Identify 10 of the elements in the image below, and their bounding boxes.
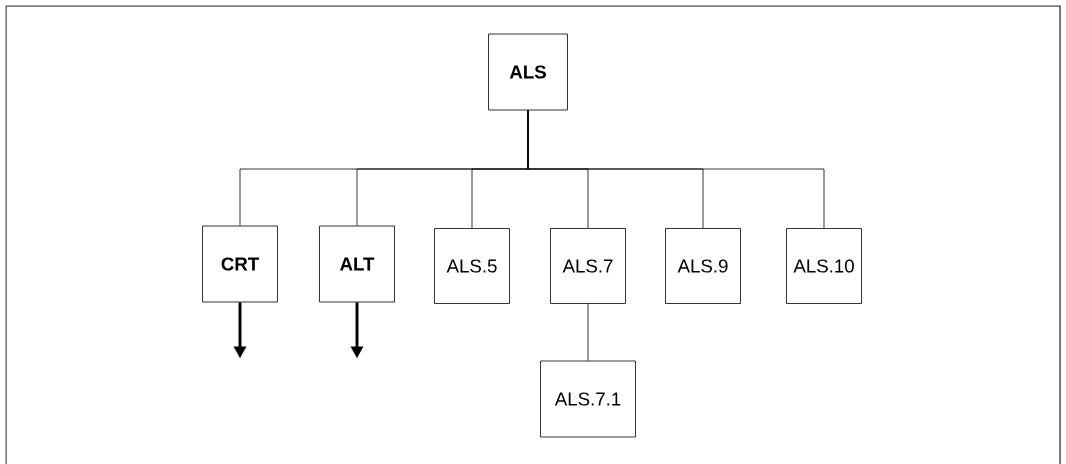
box: ALS <box>488 33 568 111</box>
box: ALT <box>319 225 395 303</box>
connector-line <box>527 110 825 229</box>
box: CRT <box>202 225 278 303</box>
box: ALS.9 <box>665 228 741 304</box>
box: ALS.7.1 <box>540 360 636 438</box>
box: ALS.7 <box>550 228 626 304</box>
box: ALS.10 <box>786 228 862 304</box>
connector-line <box>587 303 589 361</box>
box: ALS.5 <box>434 228 510 304</box>
